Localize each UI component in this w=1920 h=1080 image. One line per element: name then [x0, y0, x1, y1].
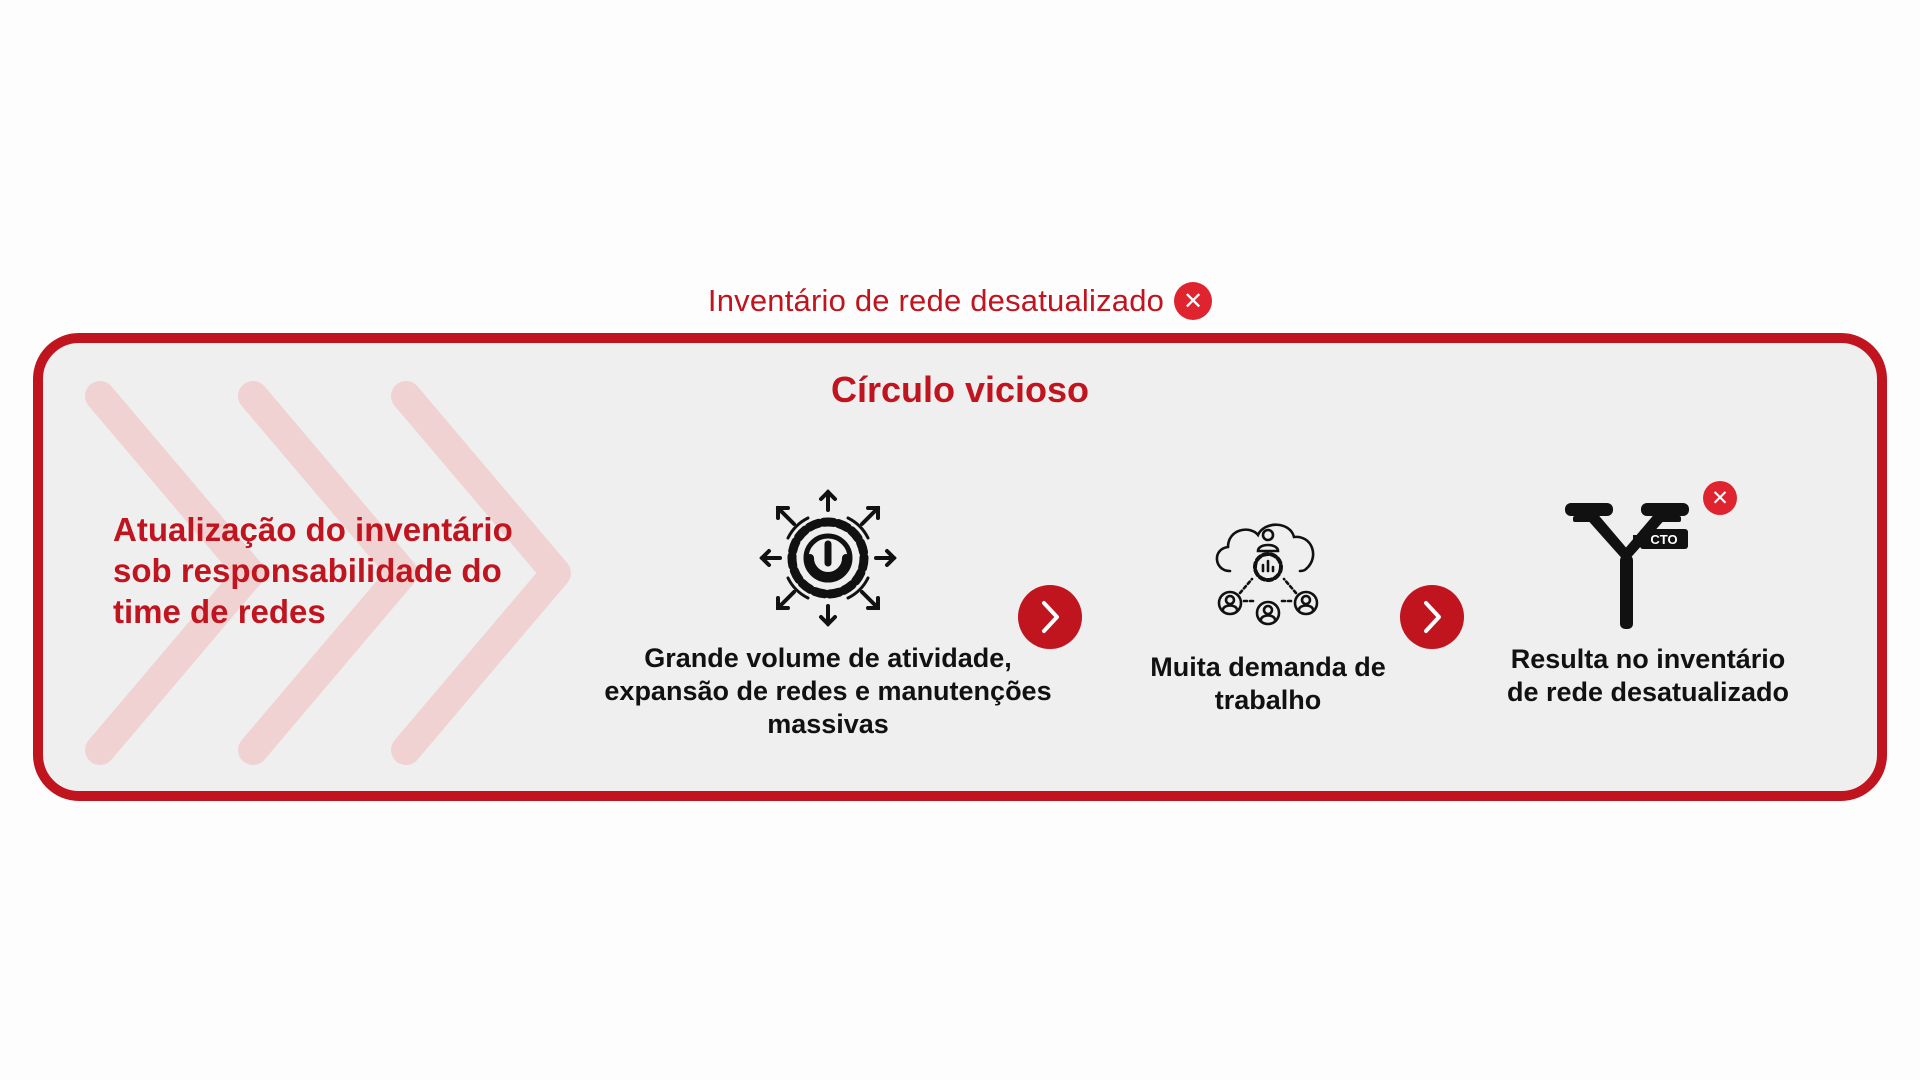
chevron-right-icon	[1042, 601, 1059, 633]
close-circle-icon: ✕	[1174, 282, 1213, 320]
panel-title: Círculo vicioso	[830, 369, 1090, 410]
step-2-label: Muita demanda de trabalho	[1150, 652, 1386, 715]
chevron-decor-2	[238, 381, 418, 765]
chevron-right-icon	[1424, 601, 1441, 633]
gear-expansion-icon	[759, 489, 897, 627]
top-banner: Inventário de rede desatualizado ✕	[0, 278, 1920, 324]
banner-text: Inventário de rede desatualizado	[707, 283, 1165, 318]
left-heading: Atualização do inventário sob responsabi…	[113, 511, 513, 630]
chevron-decor-3	[391, 381, 571, 765]
chevron-decor-1	[85, 381, 265, 765]
step-3: CTO ✕ Resulta no inventário de rede desa…	[1498, 481, 1798, 709]
step-1: Grande volume de atividade, expansão de …	[598, 488, 1058, 741]
step-1-label: Grande volume de atividade, expansão de …	[604, 643, 1052, 739]
cloud-team-demand-icon	[1215, 523, 1319, 626]
close-circle-icon: ✕	[1703, 481, 1737, 515]
background-chevrons	[85, 381, 571, 765]
cto-tag: CTO	[1650, 532, 1677, 547]
next-arrow-1	[1018, 585, 1082, 649]
step-3-label: Resulta no inventário de rede desatualiz…	[1506, 644, 1790, 707]
next-arrow-2	[1400, 585, 1464, 649]
vicious-cycle-panel: Círculo vicioso Atualização do inventári…	[33, 333, 1887, 801]
step-2: Muita demanda de trabalho	[1118, 515, 1418, 717]
pole-cto-icon: CTO	[1565, 503, 1689, 629]
